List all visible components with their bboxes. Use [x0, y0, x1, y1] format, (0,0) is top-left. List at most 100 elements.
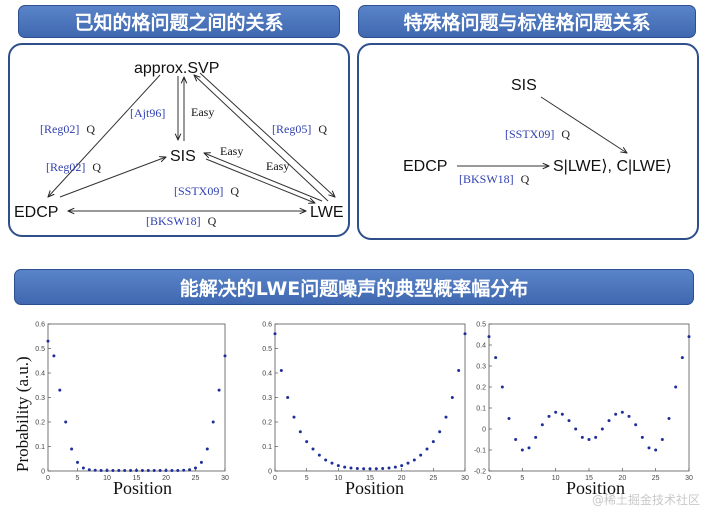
data-point-3-1 — [494, 356, 498, 360]
y-axis-label-text: Probability (a.u.) — [13, 356, 32, 472]
data-point-3-8 — [540, 423, 544, 427]
header-left-banner: 已知的格问题之间的关系 — [18, 5, 340, 38]
data-point-1-16 — [140, 469, 144, 473]
data-point-3-24 — [647, 446, 651, 450]
data-point-1-4 — [70, 447, 74, 451]
watermark: @稀土掘金技术社区 — [591, 493, 700, 507]
data-point-1-14 — [129, 469, 133, 473]
data-point-2-19 — [393, 465, 397, 469]
y-tick-label-3-5: 0.3 — [476, 364, 486, 371]
y-tick-label-3-4: 0.2 — [476, 385, 486, 392]
arrow-lwe-to-sis — [204, 153, 323, 202]
x-tick-label-3-4: 20 — [618, 475, 626, 480]
data-point-1-13 — [123, 469, 127, 473]
data-point-3-27 — [667, 417, 671, 420]
x-tick-label-3-6: 30 — [685, 475, 693, 480]
y-tick-label-2-6: 0.6 — [262, 322, 272, 329]
plot-frame-2 — [274, 323, 466, 472]
y-tick-label-2-5: 0.5 — [262, 346, 272, 353]
node-sis-right: SIS — [511, 77, 537, 94]
data-point-2-26 — [438, 430, 442, 434]
x-tick-label-2-5: 25 — [429, 475, 437, 480]
header-left-title: 已知的格问题之间的关系 — [74, 12, 284, 34]
data-point-3-11 — [560, 412, 564, 416]
label-sstx09-right: [SSTX09] Q — [505, 127, 570, 141]
arrow-lwe-to-svp — [194, 75, 329, 202]
data-point-2-0 — [273, 332, 277, 336]
data-point-3-15 — [587, 438, 591, 441]
label-reg05: [Reg05] Q — [272, 122, 327, 136]
y-tick-label-3-2: 0 — [482, 427, 486, 434]
x-tick-label-2-2: 10 — [334, 475, 342, 480]
x-tick-label-1-1: 5 — [76, 475, 80, 480]
right-relations-panel: SIS EDCP S|LWE⟩, C|LWE⟩ [SSTX09] Q [BKSW… — [357, 43, 699, 240]
y-tick-label-1-4: 0.4 — [35, 371, 45, 378]
data-point-2-3 — [292, 415, 296, 419]
data-point-1-12 — [117, 469, 121, 473]
data-point-2-8 — [324, 458, 328, 462]
header-right-banner: 特殊格问题与标准格问题关系 — [358, 5, 696, 38]
y-tick-label-2-2: 0.2 — [262, 420, 272, 427]
data-point-3-16 — [594, 435, 598, 439]
x-tick-label-1-2: 10 — [103, 475, 111, 480]
data-point-2-6 — [311, 447, 315, 451]
x-tick-label-2-4: 20 — [398, 475, 406, 480]
data-point-3-7 — [534, 435, 538, 439]
node-edcp: EDCP — [14, 204, 58, 221]
data-point-3-17 — [600, 427, 604, 431]
x-tick-label-1-6: 30 — [221, 475, 229, 480]
node-sis: SIS — [170, 148, 196, 165]
header-bottom-title: 能解决的LWE问题噪声的典型概率幅分布 — [179, 277, 529, 300]
data-point-1-17 — [146, 469, 150, 473]
label-bksw18-right: [BKSW18] Q — [459, 172, 530, 186]
header-right-title: 特殊格问题与标准格问题关系 — [403, 12, 651, 34]
y-tick-label-3-3: 0.1 — [476, 406, 486, 413]
y-tick-label-3-0: -0.2 — [474, 469, 486, 476]
data-point-3-25 — [654, 448, 658, 452]
data-point-3-0 — [487, 335, 491, 339]
data-point-2-4 — [298, 430, 302, 434]
data-point-2-24 — [425, 447, 429, 451]
data-point-3-23 — [640, 435, 644, 439]
data-point-3-28 — [674, 385, 678, 389]
x-tick-label-2-0: 0 — [273, 475, 277, 480]
x-axis-label-1: Position — [113, 478, 173, 498]
data-point-1-24 — [188, 468, 192, 472]
data-point-2-27 — [444, 415, 448, 419]
data-point-1-27 — [205, 447, 209, 451]
plot-frame-3 — [488, 323, 690, 472]
data-point-3-12 — [567, 419, 571, 423]
data-point-1-28 — [211, 420, 215, 424]
left-relations-panel: approx.SVP SIS EDCP LWE [Reg02] Q [Ajt96… — [8, 43, 350, 237]
label-reg02-low: [Reg02] Q — [46, 160, 101, 174]
data-point-2-9 — [330, 461, 334, 465]
data-point-1-29 — [217, 388, 221, 392]
data-point-2-18 — [387, 466, 391, 470]
data-point-3-6 — [527, 446, 531, 450]
node-edcp-right: EDCP — [403, 158, 447, 175]
y-tick-label-1-1: 0.1 — [35, 444, 45, 451]
data-point-1-8 — [93, 468, 97, 472]
data-point-1-3 — [64, 420, 68, 424]
arrow-sis-to-target — [540, 96, 627, 153]
label-easy-top: Easy — [191, 105, 214, 119]
y-tick-label-3-6: 0.4 — [476, 343, 486, 350]
data-point-3-4 — [514, 438, 518, 441]
data-point-1-19 — [158, 469, 162, 473]
arrow-sis-to-lwe — [205, 158, 315, 203]
data-point-2-15 — [368, 467, 372, 471]
y-tick-label-2-4: 0.4 — [262, 371, 272, 378]
data-point-3-22 — [634, 423, 638, 427]
y-tick-label-1-5: 0.5 — [35, 346, 45, 353]
x-tick-label-1-5: 25 — [192, 475, 200, 480]
x-tick-label-2-3: 15 — [366, 475, 374, 480]
data-point-2-20 — [400, 464, 404, 468]
label-easy-mid: Easy — [220, 144, 243, 158]
data-point-2-13 — [355, 467, 359, 471]
data-point-1-0 — [46, 339, 50, 343]
data-point-2-14 — [362, 467, 366, 471]
data-point-3-2 — [500, 385, 504, 389]
data-point-2-29 — [457, 369, 461, 373]
data-point-3-13 — [574, 427, 578, 431]
